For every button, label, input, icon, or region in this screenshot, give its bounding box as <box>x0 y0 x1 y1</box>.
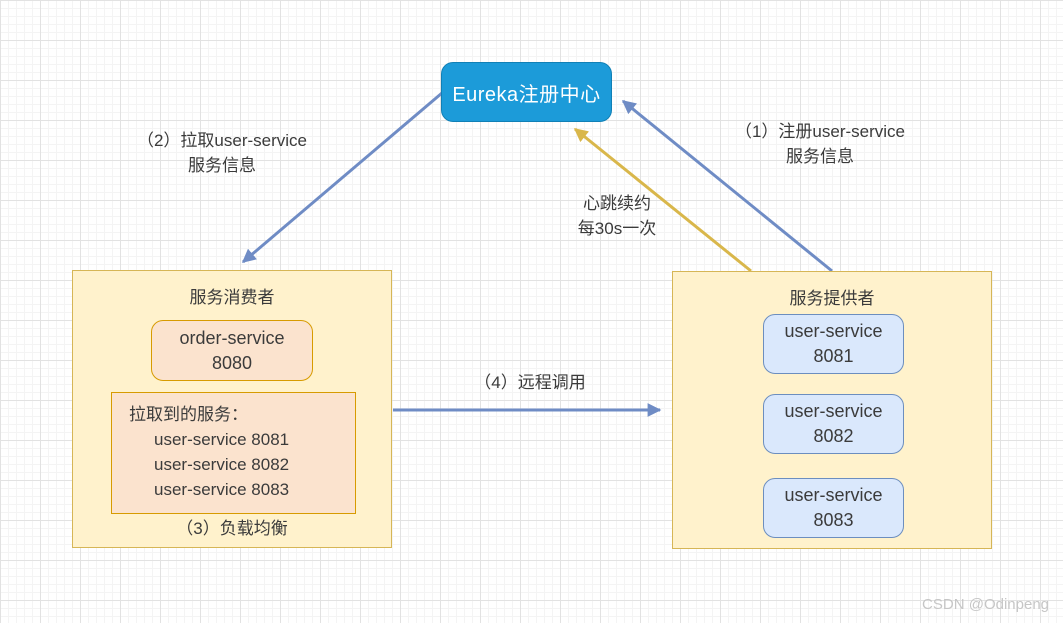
user-service-name: user-service <box>784 321 883 341</box>
pull-service-label-line2: 服务信息 <box>188 156 256 175</box>
order-service-node: order-service 8080 <box>151 320 313 381</box>
service-provider-container: 服务提供者 user-service 8081 user-service 808… <box>672 271 992 549</box>
heartbeat-label-line1: 心跳续约 <box>583 194 651 213</box>
user-service-8081-node: user-service 8081 <box>763 314 904 374</box>
service-provider-title: 服务提供者 <box>789 289 875 308</box>
pull-service-label-line1: （2）拉取user-service <box>136 131 308 150</box>
pulled-service-item: user-service 8082 <box>154 455 290 474</box>
user-service-name: user-service <box>784 401 883 421</box>
load-balance-label: （3）负载均衡 <box>176 519 288 538</box>
user-service-port: 8081 <box>813 346 854 366</box>
order-service-port: 8080 <box>211 352 253 373</box>
user-service-port: 8082 <box>813 426 854 446</box>
register-service-label-line2: 服务信息 <box>786 147 854 166</box>
pull-service-label: （2）拉取user-service 服务信息 <box>107 128 337 178</box>
pulled-services-title: 拉取到的服务： <box>129 405 248 424</box>
register-service-label: （1）注册user-service 服务信息 <box>708 119 932 169</box>
user-service-8083-node: user-service 8083 <box>763 478 904 538</box>
order-service-name: order-service <box>179 327 285 348</box>
heartbeat-label-line2: 每30s一次 <box>577 219 657 238</box>
pulled-services-node: 拉取到的服务： user-service 8081 user-service 8… <box>111 392 356 514</box>
heartbeat-label: 心跳续约 每30s一次 <box>557 191 677 241</box>
register-service-label-line1: （1）注册user-service <box>734 122 906 141</box>
pulled-service-item: user-service 8083 <box>154 480 290 499</box>
remote-call-label: （4）远程调用 <box>474 373 586 392</box>
eureka-registry-node: Eureka注册中心 <box>441 62 612 122</box>
service-consumer-container: 服务消费者 order-service 8080 拉取到的服务： user-se… <box>72 270 392 548</box>
user-service-name: user-service <box>784 485 883 505</box>
user-service-port: 8083 <box>813 510 854 530</box>
eureka-registry-label: Eureka注册中心 <box>452 83 601 106</box>
service-consumer-title: 服务消费者 <box>189 288 275 307</box>
csdn-watermark: CSDN @Odinpeng <box>922 596 1049 613</box>
user-service-8082-node: user-service 8082 <box>763 394 904 454</box>
pulled-service-item: user-service 8081 <box>154 430 290 449</box>
